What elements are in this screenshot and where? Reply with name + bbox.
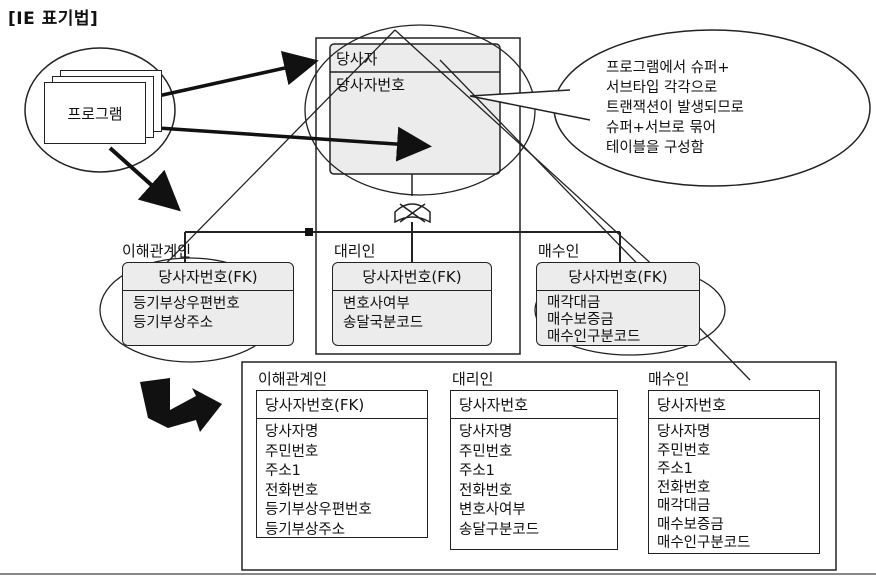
note-line: 트랜잭션이 발생되므로 <box>606 100 745 116</box>
subtype-label-3: 매수인 <box>538 242 580 260</box>
result-frame <box>241 361 837 571</box>
table-attr: 매수인구분코드 <box>657 535 751 551</box>
entity-attr: 매각대금 <box>547 295 601 311</box>
subtype-entity-1: 당사자번호(FK) 등기부상우편번호 등기부상주소 <box>122 262 294 346</box>
table-attr: 송달구분코드 <box>459 521 540 538</box>
table-attr: 주소1 <box>265 463 301 479</box>
result-table-2: 당사자번호 당사자명 주민번호 주소1 전화번호 변호사여부 송달구분코드 <box>450 390 618 550</box>
note-line: 테이블을 구성함 <box>606 140 704 156</box>
result-table-3: 당사자번호 당사자명 주민번호 주소1 전화번호 매각대금 매수보증금 매수인구… <box>648 390 820 554</box>
table-head: 당사자번호 <box>451 391 617 419</box>
table-head: 당사자번호(FK) <box>257 391 427 419</box>
table-attr: 매수보증금 <box>657 516 724 533</box>
subtype-label-2: 대리인 <box>334 242 376 260</box>
table-attr: 주민번호 <box>459 443 513 460</box>
table-attr: 당사자명 <box>459 424 513 440</box>
table-attr: 등기부상우편번호 <box>265 502 372 518</box>
entity-attr: 변호사여부 <box>343 296 410 312</box>
table-attr: 등기부상주소 <box>265 521 346 538</box>
note-text: 프로그램에서 슈퍼+ 서브타입 각각으로 트랜잭션이 발생되므로 슈퍼+서브로 … <box>606 58 826 158</box>
program-card: 프로그램 <box>44 82 146 144</box>
entity-attr: 등기부상주소 <box>133 315 214 331</box>
table-attr: 매각대금 <box>657 498 711 514</box>
result-label-2: 대리인 <box>452 370 494 388</box>
note-line: 서브타입 각각으로 <box>606 80 718 96</box>
entity-attr: 매수인구분코드 <box>547 329 641 345</box>
table-attr: 주민번호 <box>657 442 711 459</box>
table-attr: 주민번호 <box>265 443 319 460</box>
note-line: 프로그램에서 슈퍼+ <box>606 60 730 76</box>
subtype-label-1: 이해관계인 <box>122 242 192 260</box>
entity-head: 당사자번호(FK) <box>537 263 699 291</box>
program-bubble <box>24 47 176 173</box>
transform-arrow <box>140 378 222 432</box>
table-attr: 전화번호 <box>265 482 319 499</box>
table-attr: 전화번호 <box>657 479 711 496</box>
super-bubble <box>304 24 536 196</box>
result-label-3: 매수인 <box>648 370 690 388</box>
note-line: 슈퍼+서브로 묶어 <box>606 120 717 136</box>
entity-attr: 등기부상우편번호 <box>133 296 240 312</box>
table-attr: 주소1 <box>459 463 495 479</box>
entity-head: 당사자번호(FK) <box>333 263 491 291</box>
entity-head: 당사자번호(FK) <box>123 263 293 291</box>
entity-attr: 매수보증금 <box>547 312 614 328</box>
table-attr: 변호사여부 <box>459 502 526 518</box>
table-head: 당사자번호 <box>649 391 819 419</box>
subtype-entity-2: 당사자번호(FK) 변호사여부 송달국분코드 <box>332 262 492 346</box>
subtype-entity-3: 당사자번호(FK) 매각대금 매수보증금 매수인구분코드 <box>536 262 700 346</box>
table-attr: 당사자명 <box>657 424 711 440</box>
result-label-1: 이해관계인 <box>258 370 328 388</box>
table-attr: 주소1 <box>657 461 693 477</box>
program-label: 프로그램 <box>67 104 123 123</box>
super-entity-title: 당사자 <box>336 50 378 68</box>
table-attr: 당사자명 <box>265 424 319 440</box>
result-table-1: 당사자번호(FK) 당사자명 주민번호 주소1 전화번호 등기부상우편번호 등기… <box>256 390 428 538</box>
table-attr: 전화번호 <box>459 482 513 499</box>
entity-attr: 송달국분코드 <box>343 315 424 331</box>
super-entity-head: 당사자번호 <box>336 76 406 94</box>
supertype-frame <box>315 37 521 355</box>
diagram-title: [IE 표기법] <box>8 9 99 29</box>
